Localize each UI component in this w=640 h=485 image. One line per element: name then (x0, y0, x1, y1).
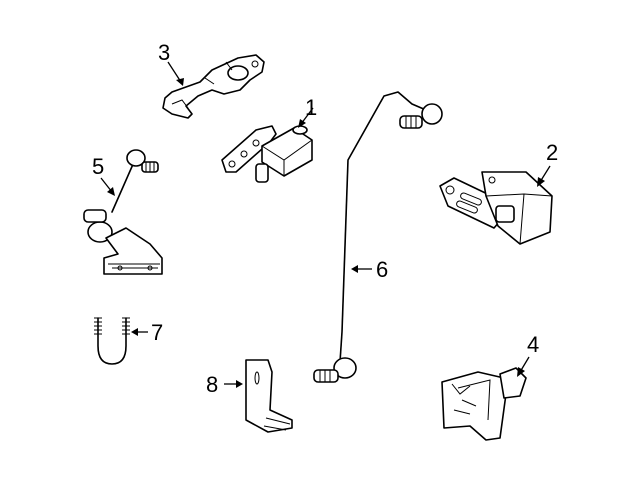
callout-7: 7 (151, 320, 164, 345)
part-1-sensor[interactable] (221, 125, 313, 183)
leader-4-arrow (517, 367, 525, 377)
part-6-rod[interactable] (313, 91, 443, 383)
part-3-bracket[interactable] (162, 54, 265, 119)
part-5-link[interactable] (83, 149, 163, 275)
part-8-bracket[interactable] (245, 359, 293, 433)
leader-7-arrow (131, 328, 138, 336)
callout-4: 4 (527, 332, 540, 357)
callout-3: 3 (158, 40, 171, 65)
leader-8-arrow (236, 380, 243, 388)
callout-2: 2 (546, 140, 559, 165)
callout-8: 8 (206, 372, 219, 397)
part-4-bracket-assembly[interactable] (441, 367, 527, 441)
part-7-u-bolt[interactable] (94, 317, 130, 365)
callout-5: 5 (92, 154, 105, 179)
leader-1-arrow (298, 119, 306, 128)
leader-3-arrow (176, 78, 184, 86)
leader-5-arrow (107, 187, 115, 196)
leader-3 (167, 61, 182, 83)
callout-1: 1 (305, 95, 318, 120)
callout-6: 6 (376, 257, 389, 282)
leader-6-arrow (351, 265, 358, 273)
leader-2-arrow (537, 177, 545, 187)
part-2-sensor-assembly[interactable] (439, 171, 553, 245)
